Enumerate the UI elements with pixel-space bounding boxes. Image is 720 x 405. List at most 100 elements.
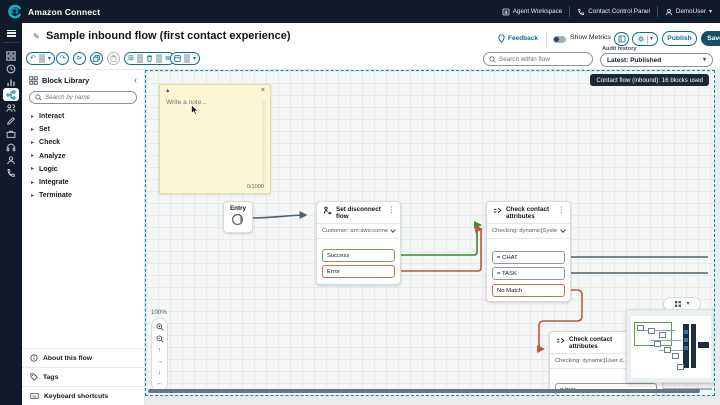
output-error[interactable]: Error — [322, 265, 395, 278]
pan-left-button[interactable]: ← — [156, 380, 163, 387]
flow-canvas[interactable]: Contact flow (inbound): 16 blocks used ▲… — [145, 70, 715, 396]
flow-header: ✎ Sample inbound flow (first contact exp… — [22, 23, 720, 70]
delete-button[interactable] — [143, 55, 156, 62]
headset-icon — [6, 143, 16, 151]
divider — [155, 54, 162, 63]
sidebar-item-dashboard[interactable] — [3, 49, 19, 62]
close-icon[interactable]: × — [260, 87, 265, 94]
redo-button[interactable]: ↷ — [56, 52, 69, 65]
block-menu-icon[interactable]: ⋮ — [557, 205, 566, 214]
output-chat[interactable]: = CHAT — [492, 251, 565, 264]
zoom-in-button[interactable] — [156, 323, 164, 331]
show-metrics-label: Show Metrics — [570, 34, 611, 41]
minimap-icon — [675, 301, 682, 307]
minimap-canvas[interactable] — [631, 316, 711, 378]
flow-search-input[interactable] — [499, 55, 587, 63]
copy-button[interactable] — [90, 52, 103, 65]
expand-icon: ▸ — [31, 153, 35, 160]
sidebar-item-support[interactable] — [3, 140, 19, 153]
pan-right-button[interactable]: → — [156, 358, 163, 365]
note-char-counter: 0/1000 — [246, 184, 264, 190]
block-menu-icon[interactable]: ⋮ — [387, 205, 396, 214]
publish-button[interactable]: Publish — [662, 31, 697, 46]
audit-history-field: Audit history Latest: Published ▾ — [600, 46, 713, 67]
expand-icon: ▸ — [31, 113, 35, 120]
minimap-viewport[interactable] — [634, 322, 672, 346]
grid-icon — [6, 51, 16, 61]
block-parameter[interactable]: Customer: arn:aws:connec... — [317, 223, 400, 240]
zoom-out-button[interactable] — [156, 335, 164, 343]
panel-icon — [618, 35, 625, 43]
sidebar-item-history[interactable] — [3, 62, 19, 75]
flow-search — [483, 52, 593, 66]
collapse-panel-icon[interactable]: ‹ — [134, 75, 137, 85]
drag-handle-icon[interactable]: ▲ — [165, 88, 171, 94]
save-button[interactable]: Save — [707, 35, 720, 42]
contact-control-panel-link[interactable]: Contact Control Panel — [577, 8, 650, 16]
show-metrics-toggle[interactable] — [553, 36, 566, 43]
pan-up-button[interactable]: ↑ — [157, 347, 162, 354]
pen-icon — [7, 116, 15, 125]
sidebar-item-agents[interactable] — [3, 153, 19, 166]
block-set-disconnect-flow[interactable]: Set disconnect flow ⋮ Customer: arn:aws:… — [316, 201, 401, 285]
brand-title: Amazon Connect — [28, 6, 101, 17]
chevron-down-icon: ▾ — [686, 301, 690, 307]
entry-block[interactable]: Entry — [223, 201, 253, 233]
output-task[interactable]: = TASK — [492, 267, 565, 280]
flow-settings-button[interactable] — [614, 32, 629, 46]
tags-button[interactable]: Tags — [22, 367, 144, 386]
snap-to-grid-button[interactable]: ⊞ — [128, 55, 134, 62]
note-scrollbar[interactable] — [262, 99, 266, 184]
chevron-down-icon[interactable]: ▾ — [649, 36, 653, 42]
agent-workspace-link[interactable]: Agent Workspace — [502, 8, 562, 16]
canvas-pan-zoom-controls: ↑ → ↓ ← — [151, 318, 168, 392]
menu-icon[interactable] — [6, 28, 16, 38]
sticky-note[interactable]: ▲ × Write a note... 0/1000 — [159, 84, 271, 194]
briefcase-icon — [6, 130, 16, 138]
block-title: Set disconnect flow — [336, 206, 381, 221]
block-parameter[interactable]: Checking: dynamic[Syste... — [487, 223, 570, 240]
pointer-mode-button[interactable]: ⊳ — [73, 52, 86, 65]
category-set[interactable]: ▸Set — [31, 126, 50, 134]
undo-button[interactable]: ↶ — [30, 55, 36, 62]
feedback-link[interactable]: Feedback — [498, 34, 538, 43]
sidebar-item-calls[interactable] — [3, 166, 19, 179]
output-success[interactable]: Success — [322, 249, 395, 262]
wire-error — [401, 225, 484, 272]
minimap-panel[interactable] — [626, 309, 714, 383]
block-parameter[interactable]: Checking: dynamic[User d... — [550, 353, 662, 370]
user-menu[interactable]: DemoUser ▾ — [665, 8, 712, 16]
undo-options-caret[interactable]: ▾ — [47, 55, 51, 62]
category-terminate[interactable]: ▸Terminate — [31, 192, 72, 200]
audit-history-select[interactable]: Latest: Published ▾ — [600, 53, 713, 67]
preferences-split-button[interactable]: ▾ — [632, 32, 658, 46]
chevron-down-icon: ▾ — [702, 57, 706, 63]
sidebar-item-users[interactable] — [3, 101, 19, 114]
sidebar-item-cases[interactable] — [3, 127, 19, 140]
flow-branch-icon — [6, 90, 16, 100]
library-search-input[interactable] — [45, 94, 125, 101]
category-integrate[interactable]: ▸Integrate — [31, 179, 69, 187]
sidebar-item-outbound[interactable] — [3, 114, 19, 127]
chevron-down-icon — [560, 227, 566, 234]
view-options-caret[interactable]: ▾ — [193, 55, 197, 62]
category-interact[interactable]: ▸Interact — [31, 113, 65, 121]
category-check[interactable]: ▸Check — [31, 139, 61, 147]
view-options-button[interactable] — [171, 55, 184, 62]
block-check-contact-attributes-1[interactable]: Check contact attributes ⋮ Checking: dyn… — [486, 201, 571, 302]
save-split-button[interactable]: Save ▾ — [701, 31, 720, 46]
keyboard-shortcuts-button[interactable]: Keyboard shortcuts — [22, 386, 144, 405]
note-placeholder[interactable]: Write a note... — [166, 99, 207, 106]
sidebar-item-metrics[interactable] — [3, 75, 19, 88]
pan-down-button[interactable]: ↓ — [157, 369, 162, 376]
category-logic[interactable]: ▸Logic — [31, 165, 58, 173]
paste-button[interactable] — [107, 52, 120, 65]
horizontal-scrollbar-thumb[interactable] — [148, 389, 700, 393]
check-attributes-icon — [557, 338, 565, 343]
about-this-flow-button[interactable]: About this flow — [22, 348, 144, 367]
edit-title-icon[interactable]: ✎ — [33, 32, 40, 41]
category-analyze[interactable]: ▸Analyze — [31, 152, 66, 160]
output-no-match[interactable]: No Match — [492, 284, 565, 297]
arrange-layout-button[interactable]: ≣ — [164, 55, 171, 62]
sidebar-item-flows[interactable] — [3, 88, 19, 102]
